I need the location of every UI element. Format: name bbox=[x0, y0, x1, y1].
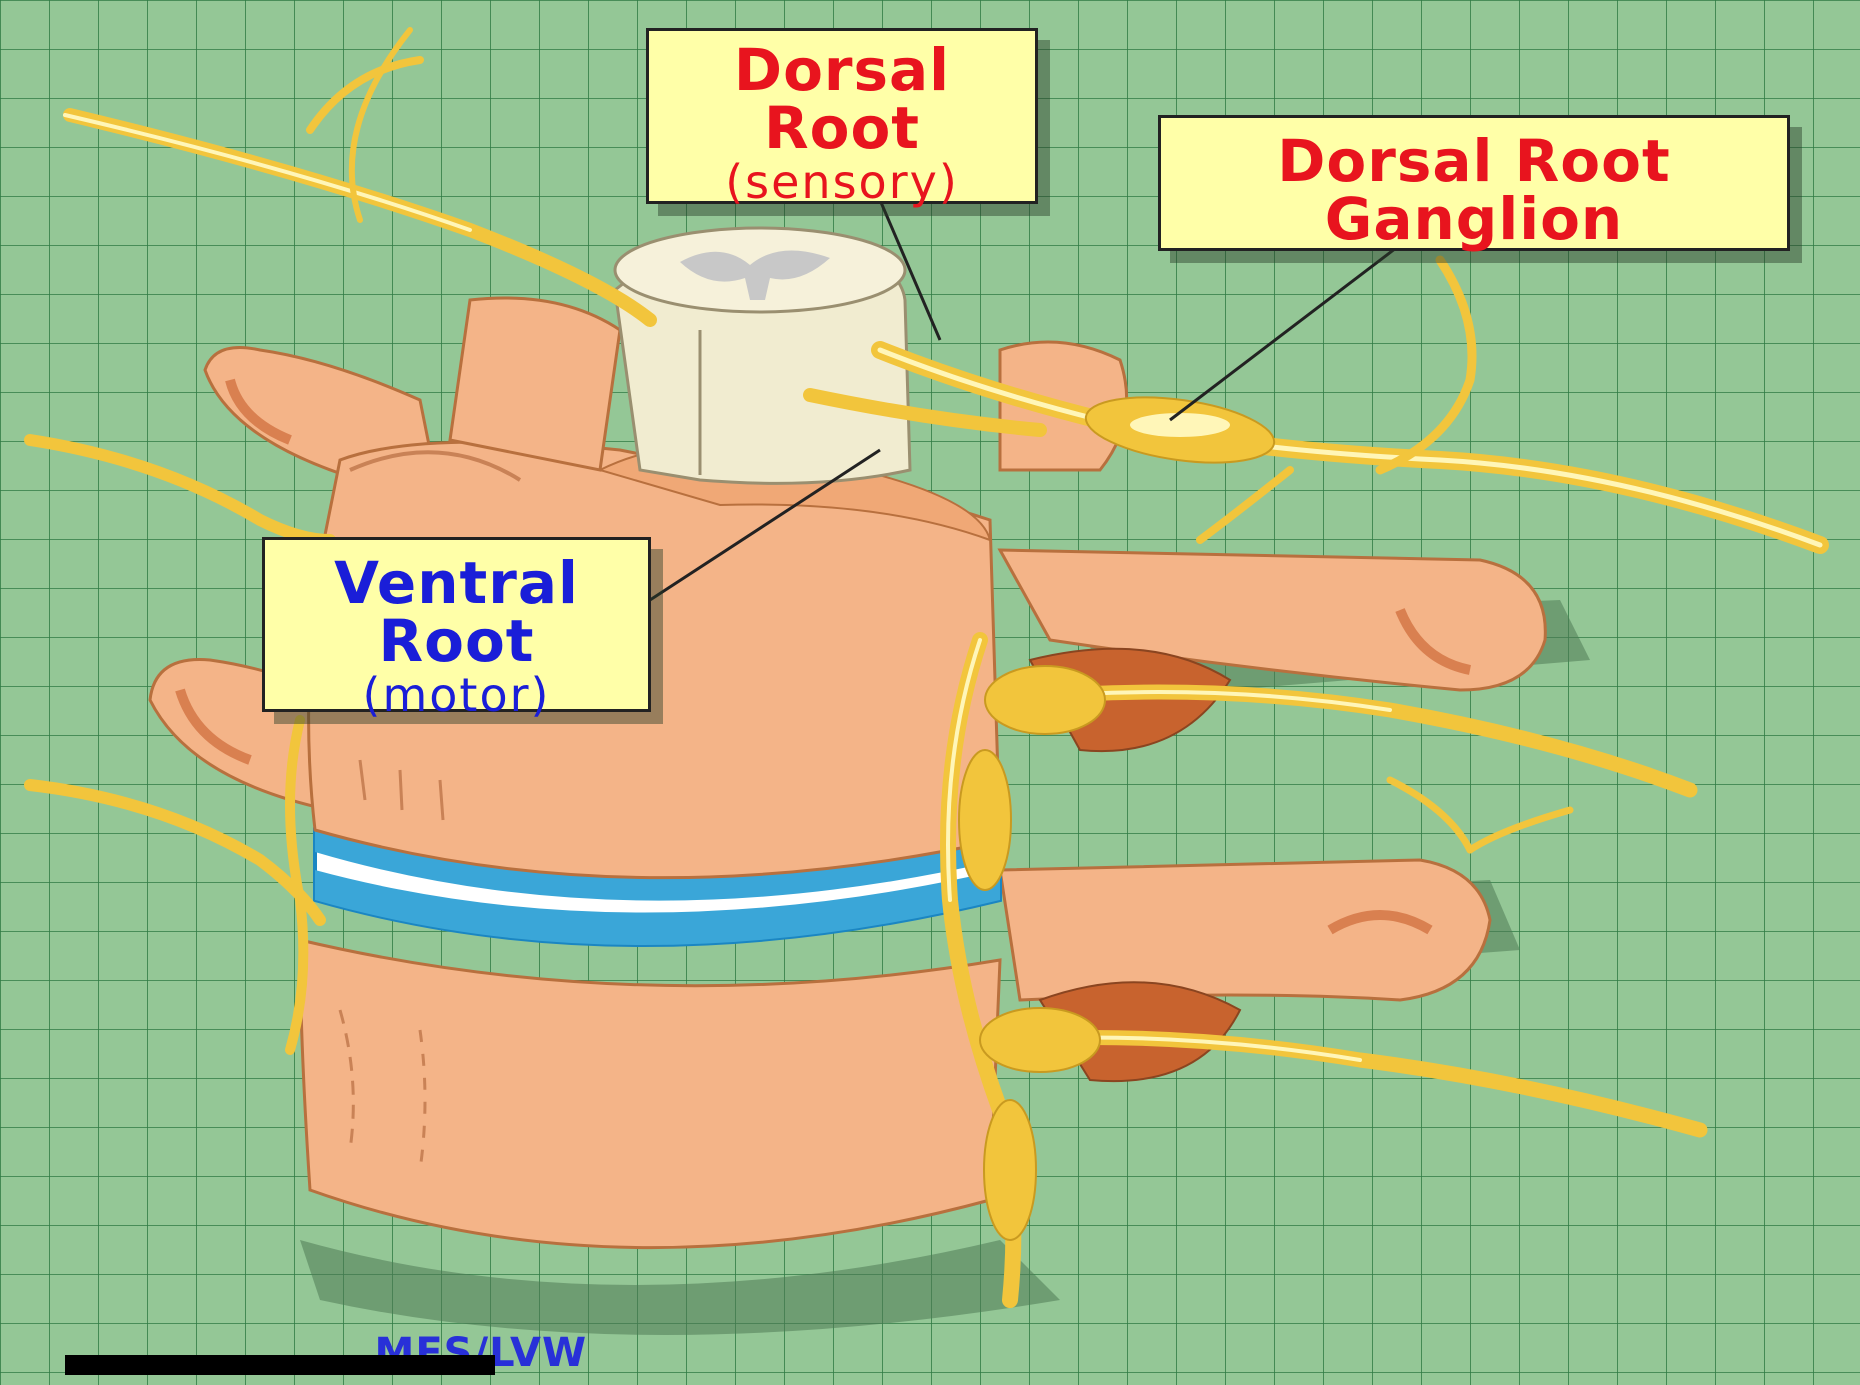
lower-ganglion-shape-2 bbox=[979, 1007, 1101, 1073]
upper-left-rootlet bbox=[306, 56, 424, 134]
left-nerve-upper bbox=[24, 434, 336, 546]
sympathetic-ganglion-2 bbox=[983, 1099, 1037, 1241]
ventral-root-label-note: (motor) bbox=[362, 668, 551, 722]
dorsal-root-label-line1: Dorsal bbox=[733, 36, 951, 104]
redaction-bar bbox=[65, 1355, 495, 1375]
gray-matter bbox=[680, 250, 830, 300]
dorsal-root-pointer bbox=[878, 199, 942, 341]
pointer-lines bbox=[649, 199, 1401, 602]
ganglion-pointer bbox=[1169, 243, 1401, 422]
ventral-root-fiber bbox=[803, 388, 1047, 437]
nerve-fibers bbox=[24, 27, 1829, 1308]
ganglion-label-line1: Dorsal Root bbox=[1277, 127, 1671, 195]
dorsal-root-label-note: (sensory) bbox=[725, 155, 959, 209]
ventral-root-label-line1: Ventral bbox=[334, 549, 579, 617]
dorsal-root-label: Dorsal Root (sensory) bbox=[646, 28, 1038, 209]
dorsal-root-ganglion-label: Dorsal Root Ganglion bbox=[1158, 115, 1790, 251]
ventral-root-pointer bbox=[649, 448, 881, 602]
vertebral-body-lower bbox=[298, 938, 1002, 1250]
dorsal-root-label-line2: Root bbox=[763, 94, 921, 162]
sympathetic-ganglion-1 bbox=[958, 749, 1012, 891]
lower-ganglion-shape-1 bbox=[984, 665, 1106, 735]
ventral-root-label-line2: Root bbox=[378, 607, 535, 675]
spinal-cord bbox=[613, 226, 912, 485]
ganglion-label-line2: Ganglion bbox=[1324, 185, 1624, 253]
ganglia bbox=[958, 396, 1276, 1241]
right-transverse-process-lower bbox=[998, 858, 1492, 1002]
ventral-root-label: Ventral Root (motor) bbox=[262, 537, 651, 720]
